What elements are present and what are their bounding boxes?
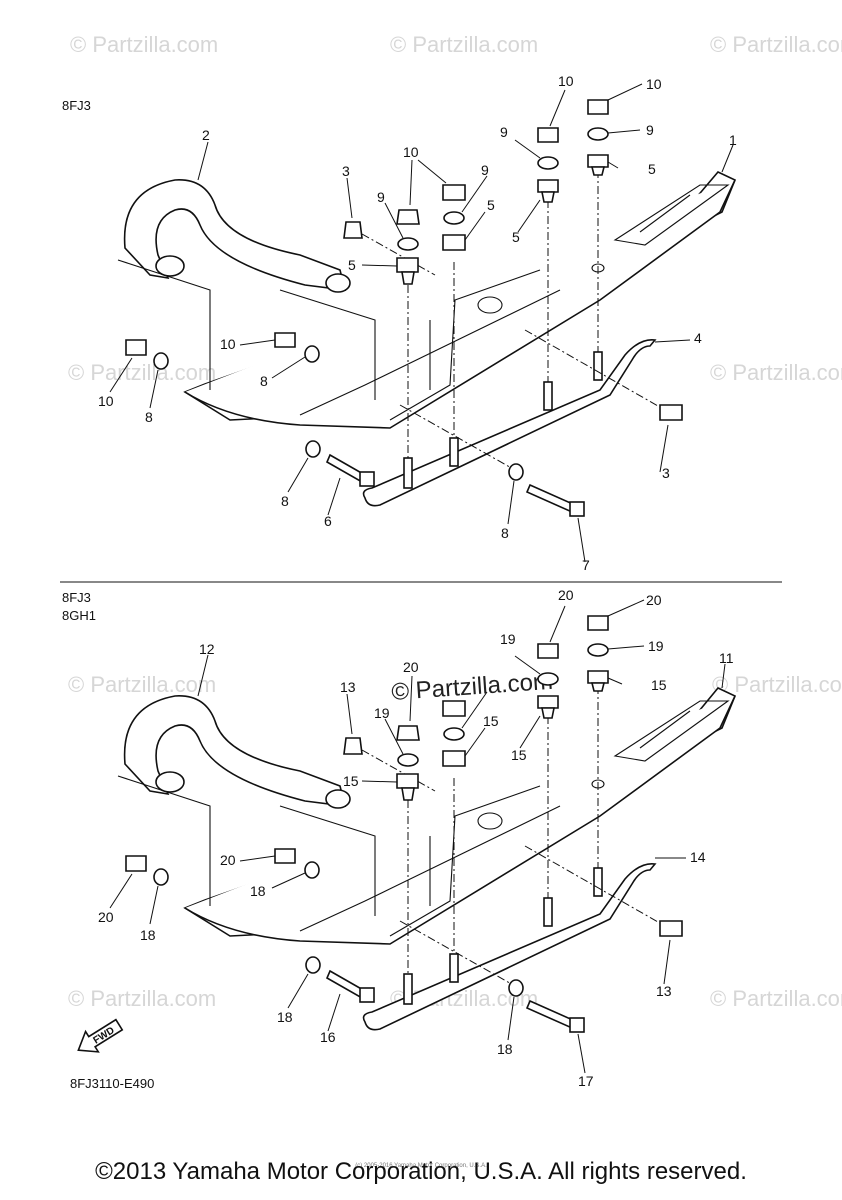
callout-label: 5	[487, 197, 495, 213]
callout-label: 8	[501, 525, 509, 541]
ski-handle	[123, 695, 351, 809]
callout-label: 8	[281, 493, 289, 509]
leader-lines	[109, 599, 726, 1074]
model-code: 8FJ3	[62, 590, 91, 605]
callout-label: 19	[648, 638, 664, 654]
model-code: 8GH1	[62, 608, 96, 623]
fwd-arrow-icon: FWD	[77, 1018, 124, 1053]
wear-bar	[362, 338, 657, 507]
ski-handle	[123, 179, 351, 293]
callout-label: 20	[98, 909, 114, 925]
callout-label: 18	[497, 1041, 513, 1057]
leader-lines	[109, 83, 734, 563]
footer-small-print: (c) 2005-2016 Yamaha Motor Corporation, …	[355, 1163, 487, 1169]
callout-label: 5	[512, 229, 520, 245]
watermark: © Partzilla.com	[68, 986, 216, 1011]
callout-label: 5	[648, 161, 656, 177]
callout-label: 10	[558, 73, 574, 89]
watermark: © Partzilla.com	[390, 32, 538, 57]
callout-label: 20	[403, 659, 419, 675]
callout-label: 1	[729, 132, 737, 148]
ski	[183, 171, 737, 429]
watermark: © Partzilla.com	[710, 360, 842, 385]
callout-label: 2	[202, 127, 210, 143]
callout-label: 9	[377, 189, 385, 205]
section-2: 8FJ3 8GH1	[62, 587, 737, 1091]
section-1: 8FJ3	[62, 73, 737, 573]
callout-label: 7	[582, 557, 590, 573]
watermark: © Partzilla.com	[68, 672, 216, 697]
callout-label: 18	[277, 1009, 293, 1025]
callout-label: 17	[578, 1073, 594, 1089]
callout-labels: 11 12 13 13 14 15 15 15 15 16 17 18 18 1…	[98, 587, 734, 1089]
assembly-lines	[117, 686, 666, 987]
diagram-code: 8FJ3110-E490	[70, 1076, 154, 1091]
watermark: © Partzilla.com	[710, 32, 842, 57]
callout-label: 20	[646, 592, 662, 608]
callout-label: 18	[250, 883, 266, 899]
copyright-footer: ©2013 Yamaha Motor Corporation, U.S.A. A…	[95, 1158, 747, 1185]
model-code: 8FJ3	[62, 98, 91, 113]
watermark: © Partzilla.com	[68, 360, 216, 385]
callout-label: 16	[320, 1029, 336, 1045]
watermark: © Partzilla.com	[712, 672, 842, 697]
callout-label: 4	[694, 330, 702, 346]
callout-label: 20	[558, 587, 574, 603]
callout-label: 13	[340, 679, 356, 695]
watermark: © Partzilla.com	[70, 32, 218, 57]
callout-label: 10	[403, 144, 419, 160]
callout-label: 9	[646, 122, 654, 138]
assembly-lines	[117, 170, 666, 471]
hardware	[125, 99, 683, 517]
callout-label: 10	[220, 336, 236, 352]
callout-label: 10	[646, 76, 662, 92]
callout-label: 15	[483, 713, 499, 729]
callout-labels: 1 2 3 3 4 5 5 5 5 6 7 8 8 8 8 9 9 9 9 10…	[98, 73, 737, 573]
callout-label: 3	[662, 465, 670, 481]
callout-label: 19	[374, 705, 390, 721]
callout-label: 10	[98, 393, 114, 409]
wear-bar	[362, 862, 657, 1031]
callout-label: 15	[651, 677, 667, 693]
callout-label: 18	[140, 927, 156, 943]
watermark: © Partzilla.com	[710, 986, 842, 1011]
callout-label: 11	[719, 650, 734, 666]
callout-label: 14	[690, 849, 706, 865]
callout-label: 20	[220, 852, 236, 868]
callout-label: 9	[481, 162, 489, 178]
callout-label: 8	[145, 409, 153, 425]
callout-label: 13	[656, 983, 672, 999]
callout-label: 15	[511, 747, 527, 763]
callout-label: 6	[324, 513, 332, 529]
callout-label: 12	[199, 641, 215, 657]
callout-label: 3	[342, 163, 350, 179]
callout-label: 19	[500, 631, 516, 647]
callout-label: 9	[500, 124, 508, 140]
hardware	[125, 615, 683, 1033]
callout-label: 5	[348, 257, 356, 273]
callout-label: 8	[260, 373, 268, 389]
ski	[183, 687, 737, 945]
callout-label: 15	[343, 773, 359, 789]
